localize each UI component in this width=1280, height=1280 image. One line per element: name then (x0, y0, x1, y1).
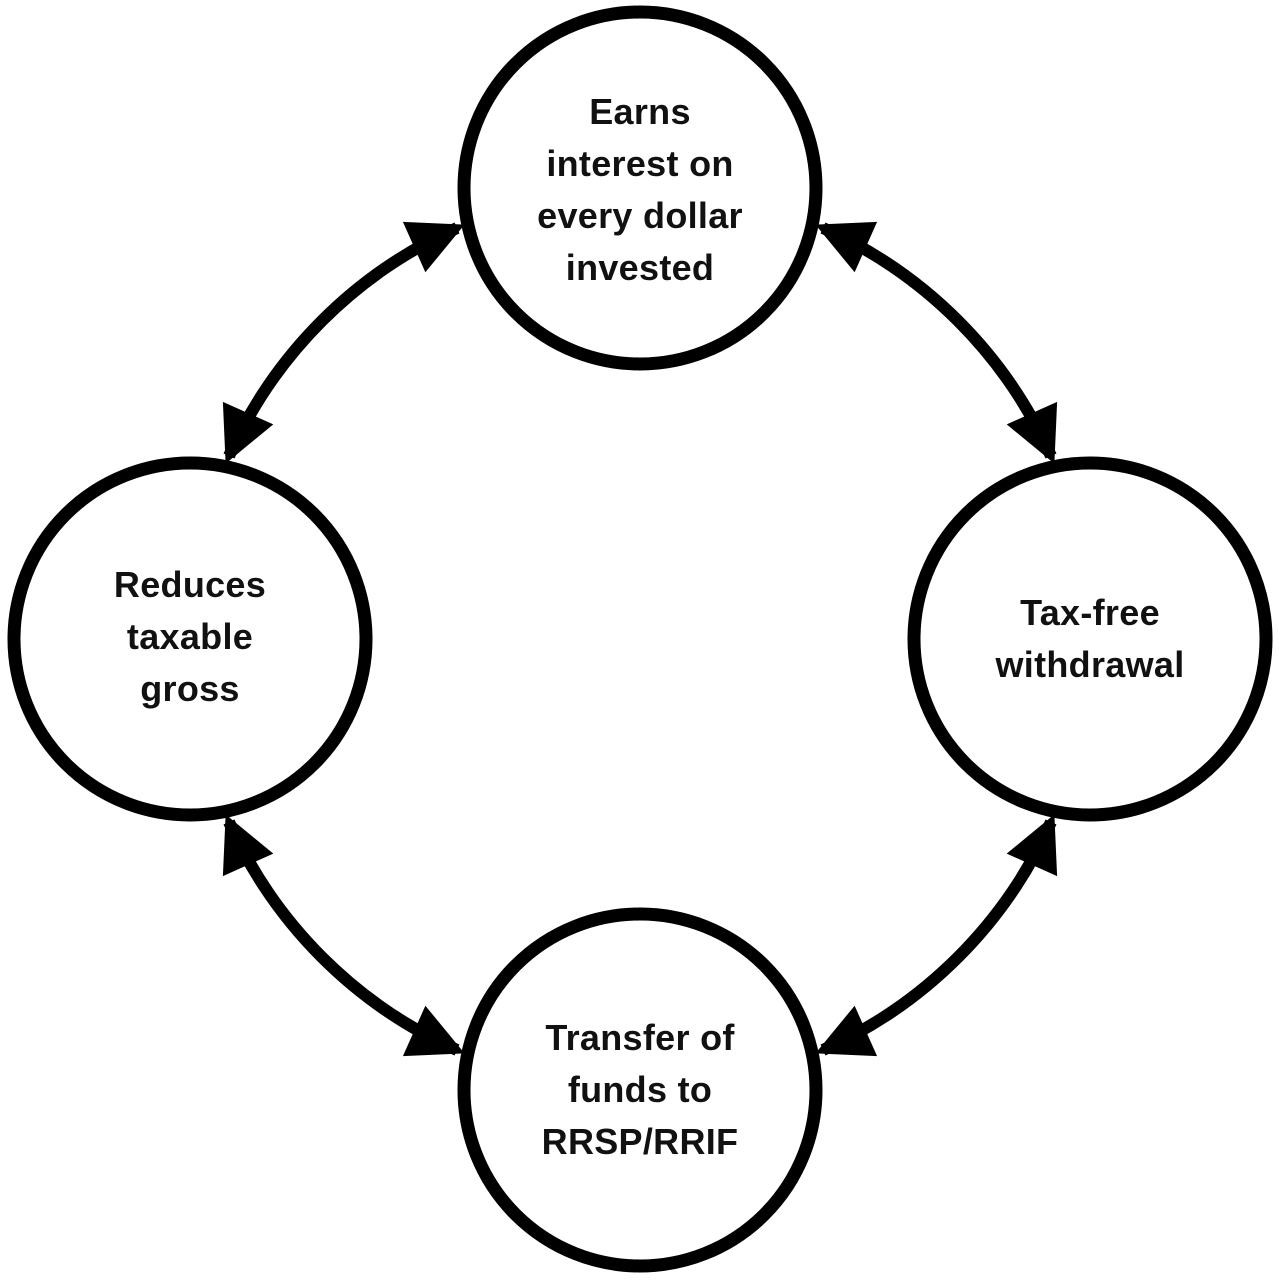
arrow-bottom-to-left (222, 814, 465, 1057)
node-label-transfer-funds: Transfer of funds to RRSP/RRIF (541, 1017, 739, 1162)
arrow-top-to-right (815, 221, 1058, 464)
node-label-reduces-taxable: Reduces taxable gross (113, 564, 267, 709)
node-label-tax-free: Tax-free withdrawal (995, 592, 1185, 685)
node-circle-earns-interest (457, 5, 823, 371)
node-circle-transfer-funds (457, 907, 823, 1273)
arrow-left-to-top (222, 221, 465, 464)
node-circle-tax-free (907, 456, 1273, 822)
node-circle-reduces-taxable (7, 456, 373, 822)
node-label-earns-interest: Earns interest on every dollar invested (537, 91, 743, 288)
arrow-right-to-bottom (815, 814, 1058, 1057)
